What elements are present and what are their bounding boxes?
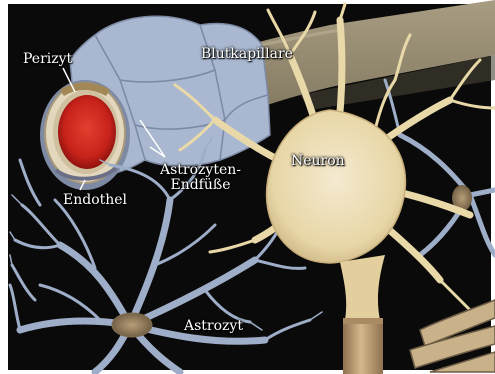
label-astrozyten-endfuesse-line2: Endfüße bbox=[160, 178, 241, 193]
capillary-cross-section bbox=[40, 80, 130, 190]
label-astrozyten-endfuesse: Astrozyten- Endfüße bbox=[160, 163, 241, 193]
label-astrozyten-endfuesse-line1: Astrozyten- bbox=[160, 163, 241, 178]
label-neuron: Neuron bbox=[291, 154, 345, 169]
label-endothel: Endothel bbox=[63, 193, 127, 208]
axon bbox=[343, 318, 383, 374]
lumen bbox=[58, 95, 116, 169]
label-astrozyt: Astrozyt bbox=[184, 319, 243, 334]
astrocyte-nucleus bbox=[112, 313, 152, 337]
label-perizyt: Perizyt bbox=[23, 52, 72, 67]
label-blutkapillare: Blutkapillare bbox=[201, 47, 293, 62]
